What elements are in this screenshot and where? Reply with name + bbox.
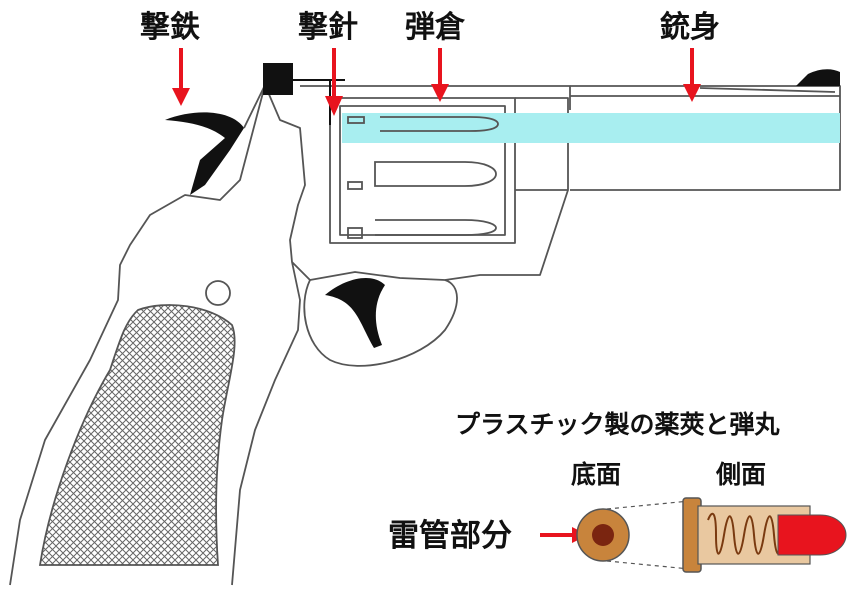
bullet [777, 514, 847, 556]
frame-outline [9, 84, 569, 586]
spring [707, 512, 785, 555]
chamber-top [380, 116, 499, 132]
front-sight [796, 69, 840, 86]
red-down-arrow-icon [431, 48, 449, 102]
label-primer: 雷管部分 [388, 518, 512, 554]
cartridge-side-view [682, 497, 847, 573]
primer-icon [592, 524, 614, 546]
chamber-bottom [375, 219, 497, 236]
cylinder-release [205, 280, 231, 306]
red-down-arrow-icon [325, 48, 343, 116]
cartridge-title: プラスチック製の薬莢と弾丸 [455, 410, 780, 439]
cylinder-frame [329, 97, 516, 244]
grip-panel [38, 304, 236, 566]
hammer [165, 84, 266, 195]
label-cylinder: 弾倉 [405, 10, 465, 45]
label-barrel: 銃身 [660, 10, 720, 45]
trigger-guard [303, 279, 458, 367]
red-down-arrow-icon [172, 48, 190, 106]
label-firing-pin: 撃針 [298, 10, 358, 45]
revolver-outline [9, 84, 841, 586]
trigger [325, 277, 385, 348]
pointer-arrows [172, 48, 701, 543]
red-down-arrow-icon [683, 48, 701, 102]
label-side-view: 側面 [716, 460, 767, 489]
label-hammer: 撃鉄 [140, 10, 200, 45]
label-bottom-view: 底面 [571, 460, 622, 489]
rear-block [263, 63, 293, 95]
cartridge-bottom-view [576, 508, 630, 562]
cylinder-chambers [347, 116, 499, 239]
bore-highlight [342, 113, 840, 143]
chamber-mid [374, 161, 497, 187]
